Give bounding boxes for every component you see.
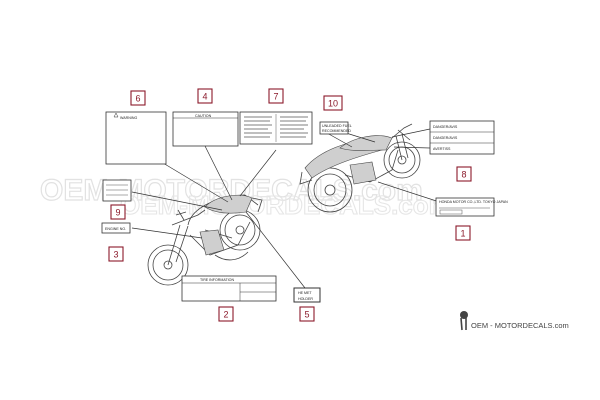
decal-unleaded-label: UNLEADED FUEL RECOMMENDED — [319, 121, 352, 135]
decal-emissions-label: DANGER/AVIS DANGER/AVIS AVERTISS — [429, 120, 495, 155]
emissions-label-text-2: DANGER/AVIS — [433, 136, 458, 140]
warning-label-text: WARNING — [120, 116, 137, 120]
callout-2: 2 — [218, 306, 234, 322]
watermark-text-front: OEM-MOTORDECALS.com — [120, 190, 452, 220]
emissions-label-text-1: DANGER/AVIS — [433, 125, 458, 129]
svg-text:9: 9 — [115, 208, 120, 218]
svg-text:4: 4 — [202, 92, 207, 102]
helmet-rider-icon — [460, 311, 468, 331]
decal-caution-label: CAUTION — [172, 111, 239, 147]
svg-text:5: 5 — [304, 310, 309, 320]
svg-text:10: 10 — [328, 99, 338, 109]
manufacturer-label-text: HONDA MOTOR CO.,LTD. TOKYO JAPAN — [439, 200, 508, 204]
decal-spec-label — [102, 179, 132, 202]
motorcycle-left-illustration — [147, 194, 263, 286]
callout-9: 9 — [110, 204, 126, 220]
svg-text:7: 7 — [273, 92, 278, 102]
callout-8: 8 — [456, 166, 472, 182]
decal-manufacturer-label: HONDA MOTOR CO.,LTD. TOKYO JAPAN — [435, 197, 508, 217]
decal-warning-label: WARNING — [105, 111, 167, 165]
engine-no-label-text: ENGINE NO. — [105, 227, 126, 231]
unleaded-label-text-1: UNLEADED FUEL — [322, 124, 352, 128]
callout-7: 7 — [268, 88, 284, 104]
warning-triangle-icon — [113, 112, 119, 118]
callout-6: 6 — [130, 90, 146, 106]
callout-10: 10 — [323, 95, 343, 111]
decal-info-label — [239, 111, 313, 145]
decal-tire-label: TIRE INFORMATION — [181, 275, 277, 302]
emissions-label-text-3: AVERTISS — [433, 147, 451, 151]
decal-engine-no-label: ENGINE NO. — [101, 222, 131, 234]
svg-text:6: 6 — [135, 94, 140, 104]
callout-5: 5 — [299, 306, 315, 322]
helmet-holder-text-2: HOLDER — [298, 297, 313, 301]
svg-text:8: 8 — [461, 170, 466, 180]
svg-text:3: 3 — [113, 250, 118, 260]
callout-numbers: 6 4 7 10 8 9 3 1 — [108, 88, 472, 322]
brand-logo: OEM - MOTORDECALS.com — [460, 311, 569, 331]
decal-helmet-holder-label: HE MET HOLDER — [293, 287, 321, 303]
callout-4: 4 — [197, 88, 213, 104]
helmet-holder-text-1: HE MET — [298, 291, 312, 295]
svg-text:2: 2 — [223, 310, 228, 320]
caution-label-text: CAUTION — [195, 114, 212, 118]
svg-text:1: 1 — [460, 229, 465, 239]
unleaded-label-text-2: RECOMMENDED — [322, 129, 351, 133]
motorcycle-right-illustration — [299, 123, 421, 213]
brand-text: OEM - MOTORDECALS.com — [471, 321, 569, 330]
callout-3: 3 — [108, 246, 124, 262]
callout-1: 1 — [455, 225, 471, 241]
tire-label-text: TIRE INFORMATION — [200, 278, 234, 282]
